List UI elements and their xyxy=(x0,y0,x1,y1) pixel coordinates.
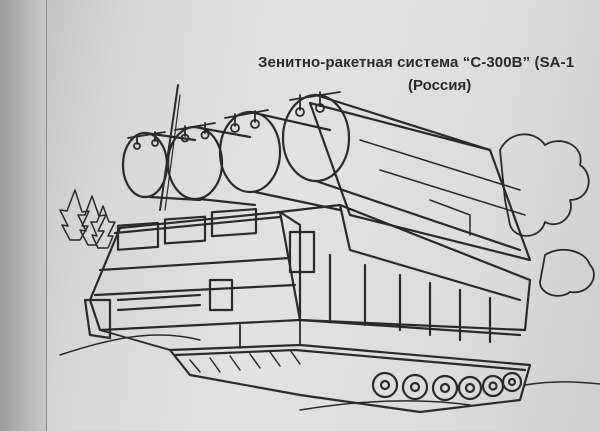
caption-country: (Россия) xyxy=(408,77,472,94)
tree-left-3 xyxy=(90,205,116,249)
antenna-mast xyxy=(159,84,179,211)
ground-line xyxy=(59,334,600,411)
tube-lifting-rings xyxy=(127,91,341,150)
missile-tubes xyxy=(121,93,532,262)
caption-title: Зенитно-ракетная система “С-300В” (SA-1 xyxy=(258,54,575,71)
tree-left-1 xyxy=(59,189,90,241)
antenna-mast-inner xyxy=(164,94,181,211)
caption: Зенитно-ракетная система “С-300В” (SA-1 … xyxy=(258,54,600,94)
hull-lower xyxy=(99,319,301,351)
vehicle-tracks xyxy=(168,343,532,414)
vehicle-body xyxy=(278,203,532,344)
bush-right xyxy=(499,133,590,237)
tree-left-2 xyxy=(77,195,107,246)
tube-frame xyxy=(359,139,526,236)
bush-right-low xyxy=(539,248,595,297)
vehicle-cab xyxy=(83,207,302,340)
page-binding-edge xyxy=(0,0,47,431)
